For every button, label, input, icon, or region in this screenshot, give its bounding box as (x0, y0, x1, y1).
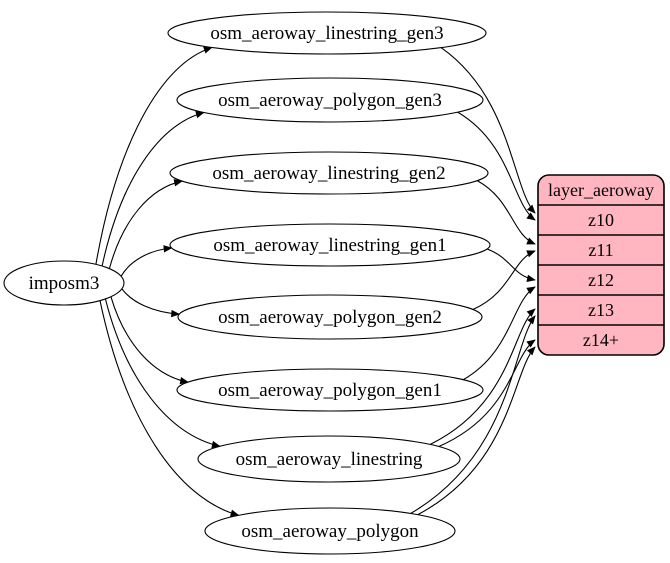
table-node-label-osm_aeroway_polygon: osm_aeroway_polygon (241, 521, 419, 542)
edge-imposm3-to-osm_aeroway_linestring_gen2 (108, 179, 183, 269)
table-node-label-osm_aeroway_polygon_gen2: osm_aeroway_polygon_gen2 (218, 307, 442, 328)
edge-osm_aeroway_linestring_gen3-to-layer_aeroway.z10 (440, 47, 536, 214)
table-node-label-imposm3: imposm3 (29, 273, 100, 294)
edge-imposm3-to-osm_aeroway_polygon_gen3 (101, 110, 205, 267)
table-node-osm_aeroway_polygon_gen1 (176, 368, 484, 412)
table-node-label-osm_aeroway_linestring_gen1: osm_aeroway_linestring_gen1 (213, 235, 446, 256)
table-node-label-osm_aeroway_polygon_gen3: osm_aeroway_polygon_gen3 (218, 90, 442, 111)
edge-osm_aeroway_polygon_gen1-to-layer_aeroway.z12 (462, 286, 536, 381)
edge-osm_aeroway_polygon-to-layer_aeroway.z14+ (417, 346, 536, 516)
table-node-label-osm_aeroway_linestring_gen3: osm_aeroway_linestring_gen3 (210, 23, 443, 44)
edge-osm_aeroway_polygon_gen2-to-layer_aeroway.z11 (472, 250, 536, 311)
edge-osm_aeroway_linestring_gen2-to-layer_aeroway.z11 (476, 180, 536, 245)
layer-row-label-z13: z13 (588, 300, 614, 320)
edges-layer (95, 46, 536, 517)
edge-osm_aeroway_polygon-to-layer_aeroway.z13 (410, 315, 536, 514)
table-node-osm_aeroway_linestring_gen3 (167, 11, 487, 55)
edge-imposm3-to-osm_aeroway_linestring_gen3 (95, 46, 213, 265)
table-node-osm_aeroway_linestring (197, 435, 461, 483)
edge-osm_aeroway_polygon_gen3-to-layer_aeroway.z10 (457, 111, 536, 221)
table-node-osm_aeroway_linestring_gen1 (169, 223, 491, 267)
edge-imposm3-to-osm_aeroway_polygon_gen2 (121, 288, 181, 318)
edge-osm_aeroway_linestring_gen1-to-layer_aeroway.z12 (486, 248, 536, 283)
edge-imposm3-to-osm_aeroway_linestring (104, 298, 221, 449)
layer-row-label-z12: z12 (588, 270, 614, 290)
edge-imposm3-to-osm_aeroway_polygon (99, 300, 240, 517)
table-node-label-osm_aeroway_linestring: osm_aeroway_linestring (236, 449, 423, 470)
table-node-imposm3 (3, 260, 125, 306)
layer-row-label-z10: z10 (588, 210, 614, 230)
table-node-label-osm_aeroway_linestring_gen2: osm_aeroway_linestring_gen2 (212, 163, 445, 184)
table-node-osm_aeroway_polygon_gen3 (176, 77, 484, 123)
table-node-osm_aeroway_linestring_gen2 (169, 151, 489, 195)
layer-row-label-z14+: z14+ (583, 330, 619, 350)
edge-imposm3-to-osm_aeroway_polygon_gen1 (110, 296, 189, 385)
layer-header-label: layer_aeroway (548, 180, 654, 200)
table-node-osm_aeroway_polygon (204, 507, 456, 555)
table-node-label-osm_aeroway_polygon_gen1: osm_aeroway_polygon_gen1 (218, 380, 442, 401)
node-shapes-layer (3, 11, 665, 555)
labels-layer: imposm3 osm_aeroway_linestring_gen3 osm_ae… (29, 23, 654, 542)
layer-row-label-z11: z11 (588, 240, 613, 260)
edge-imposm3-to-osm_aeroway_linestring_gen1 (120, 245, 173, 277)
